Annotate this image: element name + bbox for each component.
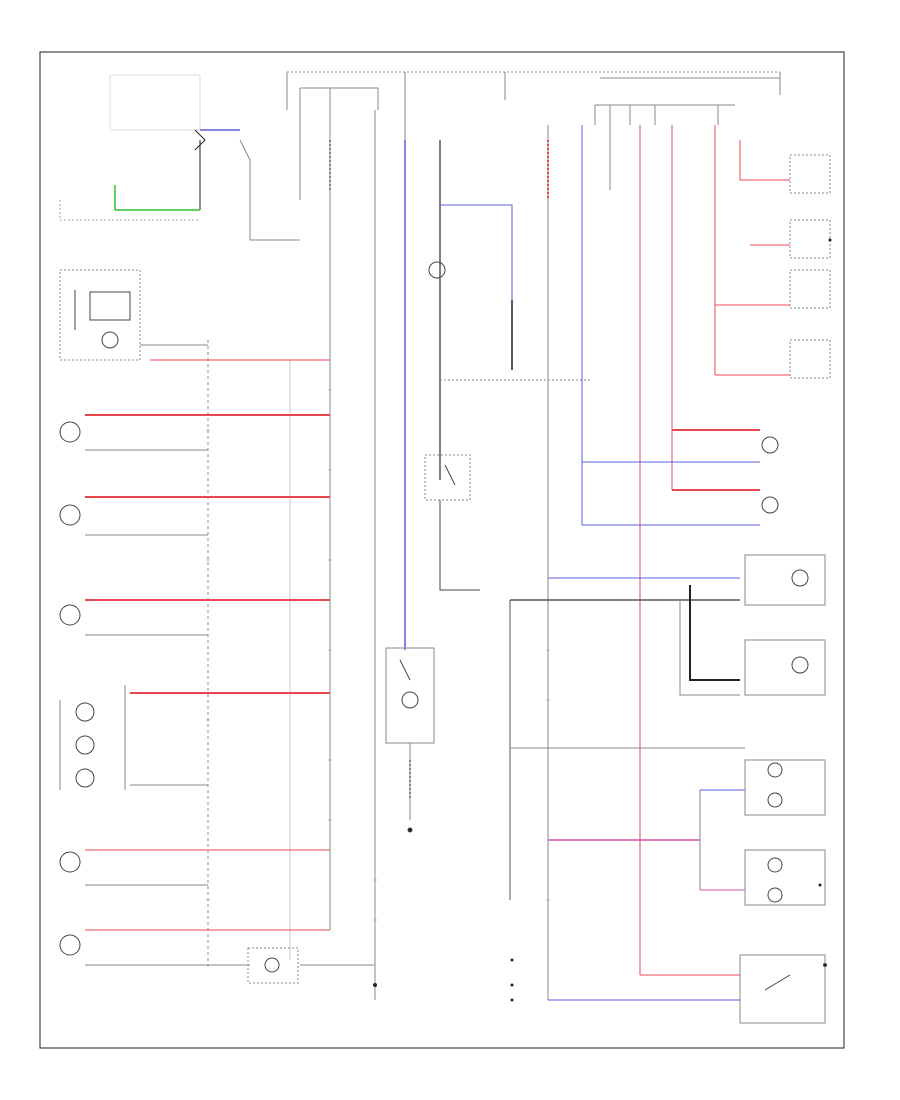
wire-code-ticks — [206, 389, 550, 921]
lamp-group-left — [59, 421, 126, 956]
door-lights — [582, 429, 779, 526]
top-bus — [286, 71, 781, 125]
courtesy-switches — [715, 140, 831, 379]
interior-light — [548, 954, 827, 1024]
panel-light-switch — [59, 269, 141, 361]
left-red-feeds — [85, 359, 330, 931]
left-gray-grounds — [85, 344, 375, 966]
trunk-light-switch — [424, 261, 590, 591]
diagram-frame — [39, 51, 845, 1049]
ignition-key-light — [385, 647, 435, 833]
harness-blue-loop — [440, 204, 513, 360]
fuse-box-top — [59, 74, 300, 241]
vanity-mirrors — [509, 554, 826, 900]
bottom-connector — [247, 947, 377, 987]
ground-dots — [510, 238, 832, 1002]
map-lights — [510, 747, 826, 906]
